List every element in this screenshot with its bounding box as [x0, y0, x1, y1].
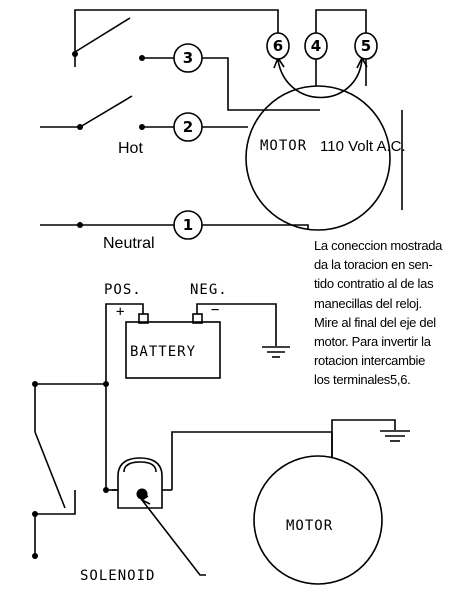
loop-arrow-6-5	[277, 59, 363, 99]
plus-sign: +	[116, 304, 125, 320]
solenoid-pointer	[141, 499, 206, 576]
pos-label: POS.	[104, 282, 142, 298]
note-line: La coneccion mostrada	[314, 238, 443, 253]
ac-motor-body	[245, 85, 391, 231]
motor-top-label: MOTOR	[260, 138, 307, 154]
switch-upper	[74, 17, 131, 53]
solenoid-label: SOLENOID	[80, 568, 155, 584]
wire-solenoid-to-motor	[171, 431, 333, 490]
neutral-label: Neutral	[103, 235, 155, 252]
svg-text:6: 6	[273, 37, 283, 55]
minus-sign: −	[211, 302, 220, 318]
battery-label: BATTERY	[130, 344, 196, 360]
dc-motor-circuit: BATTERY POS. NEG. + −	[32, 282, 410, 585]
note-line: tido contratio al de las	[314, 276, 434, 292]
note-line: manecillas del reloj.	[314, 295, 422, 311]
dc-motor-body	[253, 455, 383, 585]
note-line: Mire al final del eje del	[314, 314, 436, 330]
note-line: los terminales5,6.	[314, 372, 411, 388]
voltage-label: 110 Volt A.C.	[320, 138, 406, 155]
ac-motor-circuit: 1 2 3 6 4 5 Hot Neutral MOTOR 110 Volt A…	[40, 9, 406, 252]
battery-body	[125, 321, 221, 379]
svg-text:5: 5	[361, 37, 371, 55]
neg-label: NEG.	[190, 282, 228, 298]
terminal-4: 4	[304, 32, 328, 60]
motor-bottom-label: MOTOR	[286, 518, 333, 534]
switch-hot	[79, 95, 133, 128]
wire-negative	[196, 303, 277, 346]
terminal-6: 6	[266, 32, 290, 60]
svg-text:2: 2	[183, 118, 193, 136]
svg-text:4: 4	[311, 37, 321, 55]
hot-label: Hot	[118, 140, 143, 157]
terminal-5: 5	[354, 32, 378, 60]
switch-lower	[34, 431, 66, 509]
terminal-1: 1	[173, 210, 203, 240]
motor-ground-wire	[331, 419, 396, 458]
terminal-3: 3	[173, 43, 203, 73]
svg-text:3: 3	[183, 49, 193, 67]
note-line: da la toracion en sen-	[314, 257, 433, 273]
terminal-2: 2	[173, 112, 203, 142]
wiring-note: La coneccion mostrada da la toracion en …	[314, 236, 464, 390]
wire-t4-t5-bridge	[315, 9, 367, 34]
wire-switch-to-t6	[74, 9, 279, 52]
solenoid-body	[117, 457, 163, 509]
note-line: rotacion intercambie	[314, 353, 426, 369]
svg-text:1: 1	[183, 216, 193, 234]
wire-positive	[105, 303, 144, 450]
note-line: motor. Para invertir la	[314, 334, 431, 350]
